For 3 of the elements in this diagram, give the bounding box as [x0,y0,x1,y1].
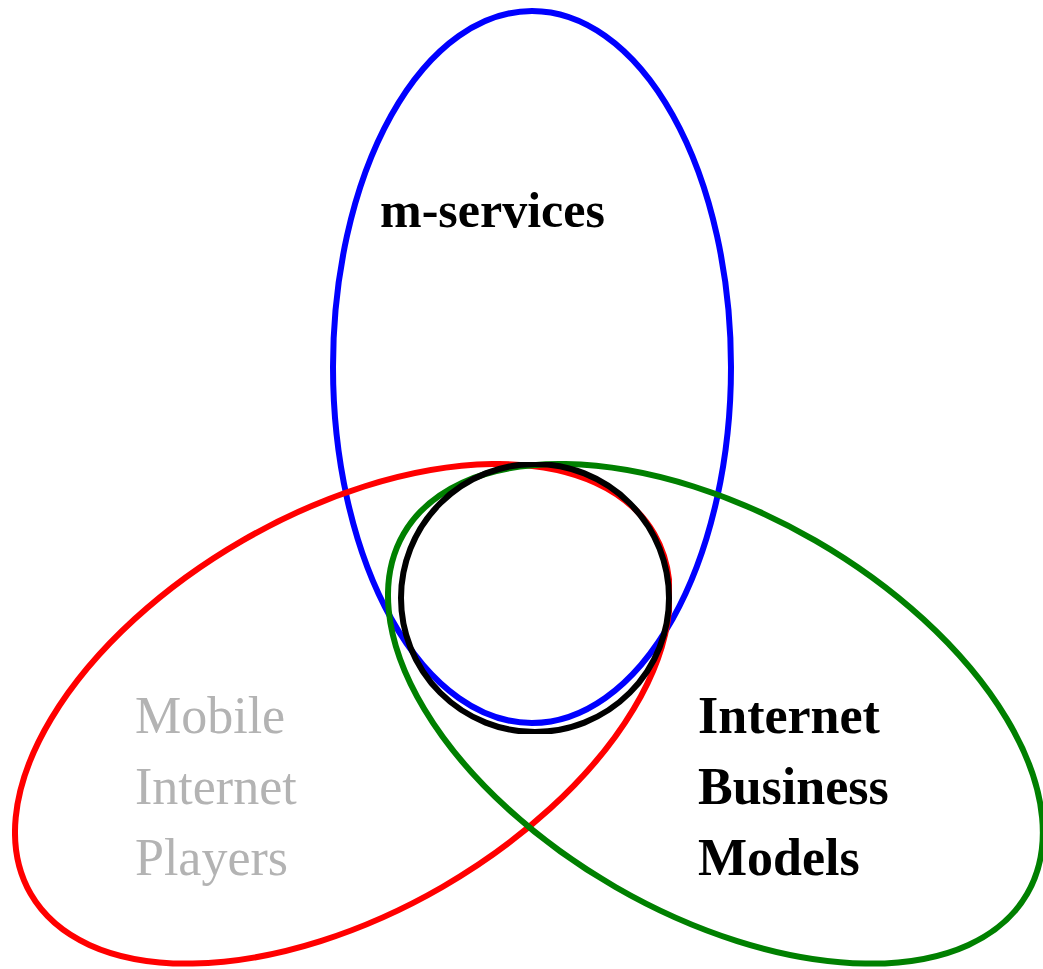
set-label: Internet Business Models [698,686,890,888]
set-label: m-services [380,181,606,240]
set-label: Mobile Internet Players [135,686,298,888]
